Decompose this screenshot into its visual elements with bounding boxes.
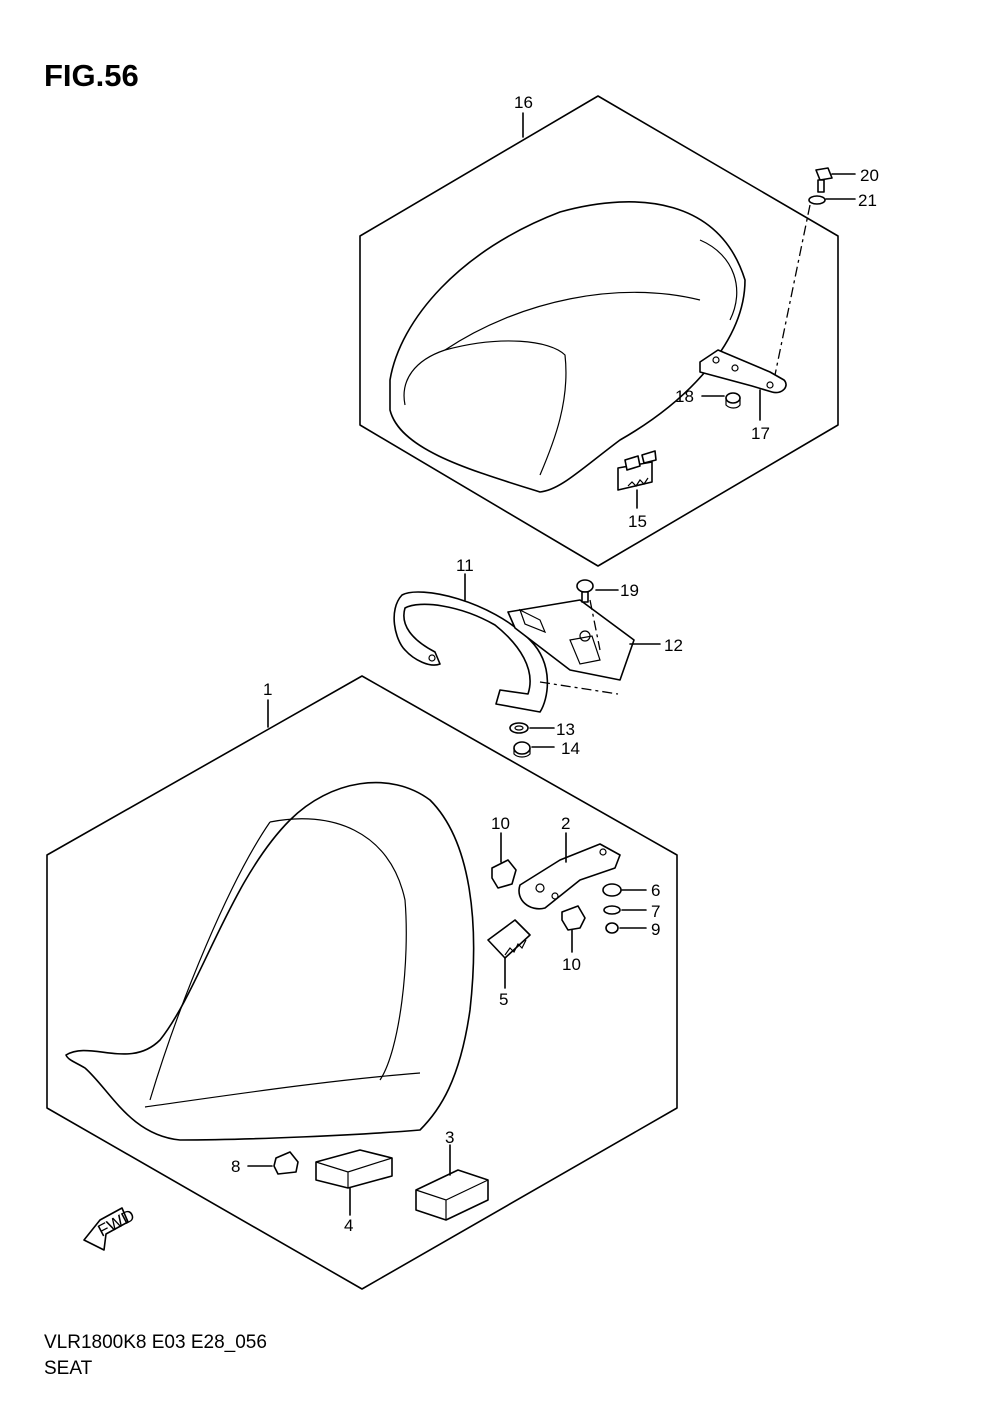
callout-4: 4	[344, 1216, 353, 1235]
callout-17: 17	[751, 424, 770, 443]
callout-19: 19	[620, 581, 639, 600]
part-12-assembly-line-b	[589, 599, 601, 651]
callout-21: 21	[858, 191, 877, 210]
callout-3: 3	[445, 1128, 454, 1147]
callout-10-lower: 10	[562, 955, 581, 974]
part-8-cushion-drawing	[273, 1151, 299, 1175]
rider-seat-drawing	[65, 781, 475, 1141]
callout-7: 7	[651, 902, 660, 921]
callout-14: 14	[561, 739, 580, 758]
part-19-screw-drawing	[576, 579, 594, 603]
part-2-bracket-drawing	[518, 843, 621, 910]
part-14-nut-drawing	[513, 741, 531, 758]
part-3-pad-drawing	[415, 1169, 489, 1221]
part-4-pad-drawing	[315, 1149, 393, 1189]
part-9-nut-drawing	[605, 922, 619, 934]
callout-6: 6	[651, 881, 660, 900]
part-18-nut-drawing	[725, 392, 741, 409]
part-13-washer-drawing	[509, 722, 529, 734]
callout-16: 15	[628, 512, 647, 531]
part-6-cushion-drawing	[602, 883, 622, 897]
part-12-assembly-line-a	[539, 681, 619, 695]
model-code: VLR1800K8 E03 E28_056	[44, 1332, 267, 1353]
figure-title: FIG.56	[44, 58, 139, 93]
part-10-clip-upper-drawing	[491, 859, 517, 889]
callout-10-upper: 10	[491, 814, 510, 833]
callout-18: 18	[675, 387, 694, 406]
forward-arrow-icon: FWD	[83, 1206, 138, 1251]
callout-2: 2	[561, 814, 570, 833]
callout-9: 9	[651, 920, 660, 939]
part-7-washer-drawing	[603, 905, 621, 915]
pillion-seat-group-outline	[359, 95, 839, 567]
rider-seat-group-outline	[46, 675, 678, 1290]
part-21-washer-drawing	[808, 195, 826, 205]
part-12-seat-bracket-drawing	[507, 599, 635, 681]
callout-8: 8	[231, 1157, 240, 1176]
part-17-bracket-drawing	[699, 349, 787, 394]
callout-15: 16	[514, 93, 533, 112]
callout-20: 20	[860, 166, 879, 185]
callout-12: 12	[664, 636, 683, 655]
part-10-clip-lower-drawing	[561, 905, 586, 931]
callout-5: 5	[499, 990, 508, 1009]
callout-1: 1	[263, 680, 272, 699]
part-16-clip-drawing	[617, 450, 657, 491]
callout-13: 13	[556, 720, 575, 739]
part-20-bolt-drawing	[815, 167, 833, 193]
pillion-seat-drawing	[389, 201, 746, 493]
callout-11: 11	[456, 556, 474, 575]
figure-name: SEAT	[44, 1358, 93, 1379]
part-5-clip-drawing	[487, 919, 531, 959]
part-20-assembly-line	[774, 204, 811, 376]
